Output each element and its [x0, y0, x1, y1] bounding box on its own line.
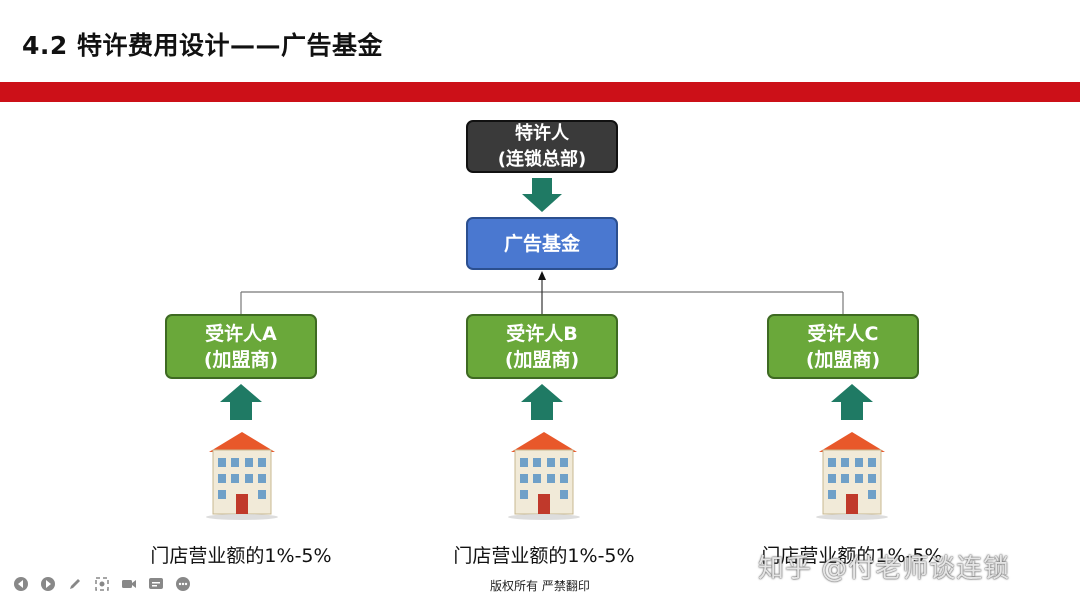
franchisee-a-box: 受许人A (加盟商) [165, 314, 317, 379]
next-icon[interactable] [39, 575, 57, 593]
prev-icon[interactable] [12, 575, 30, 593]
page-title: 4.2 特许费用设计——广告基金 [22, 31, 383, 60]
franchisee-a-line1: 受许人A [205, 322, 277, 345]
more-icon[interactable] [174, 575, 192, 593]
fee-label-b: 门店营业额的1%-5% [453, 545, 635, 567]
franchisee-b-box: 受许人B (加盟商) [466, 314, 618, 379]
subtitle-icon[interactable] [147, 575, 165, 593]
watermark: 知乎 @付老师谈连锁 [758, 554, 1011, 584]
fee-label-a: 门店营业额的1%-5% [150, 545, 332, 567]
store-building-icon [508, 432, 580, 520]
store-building-icon [816, 432, 888, 520]
franchisor-line2: (连锁总部) [497, 148, 587, 170]
franchisor-line1: 特许人 [515, 122, 569, 144]
ad-fund-label: 广告基金 [503, 232, 580, 255]
presentation-toolbar [12, 575, 192, 593]
franchisee-c-box: 受许人C (加盟商) [767, 314, 919, 379]
arrow-up-c [831, 384, 873, 420]
pen-icon[interactable] [66, 575, 84, 593]
copyright-footer: 版权所有 严禁翻印 [490, 579, 590, 593]
header-red-bar [0, 82, 1080, 102]
camera-icon[interactable] [120, 575, 138, 593]
franchisee-b-line2: (加盟商) [504, 348, 580, 371]
store-building-icon [206, 432, 278, 520]
franchisee-c-line1: 受许人C [807, 322, 879, 345]
arrow-up-a [220, 384, 262, 420]
ad-fund-box: 广告基金 [466, 217, 618, 270]
arrow-down-franchisor-to-fund [522, 178, 562, 212]
franchisor-box: 特许人 (连锁总部) [466, 120, 618, 173]
franchisee-c-line2: (加盟商) [805, 348, 881, 371]
franchisee-a-line2: (加盟商) [203, 348, 279, 371]
fee-label-c: 门店营业额的1%-5% [761, 545, 943, 567]
focus-icon[interactable] [93, 575, 111, 593]
franchisee-b-line1: 受许人B [506, 322, 578, 345]
connector-center-arrowhead [538, 271, 546, 280]
arrow-up-b [521, 384, 563, 420]
